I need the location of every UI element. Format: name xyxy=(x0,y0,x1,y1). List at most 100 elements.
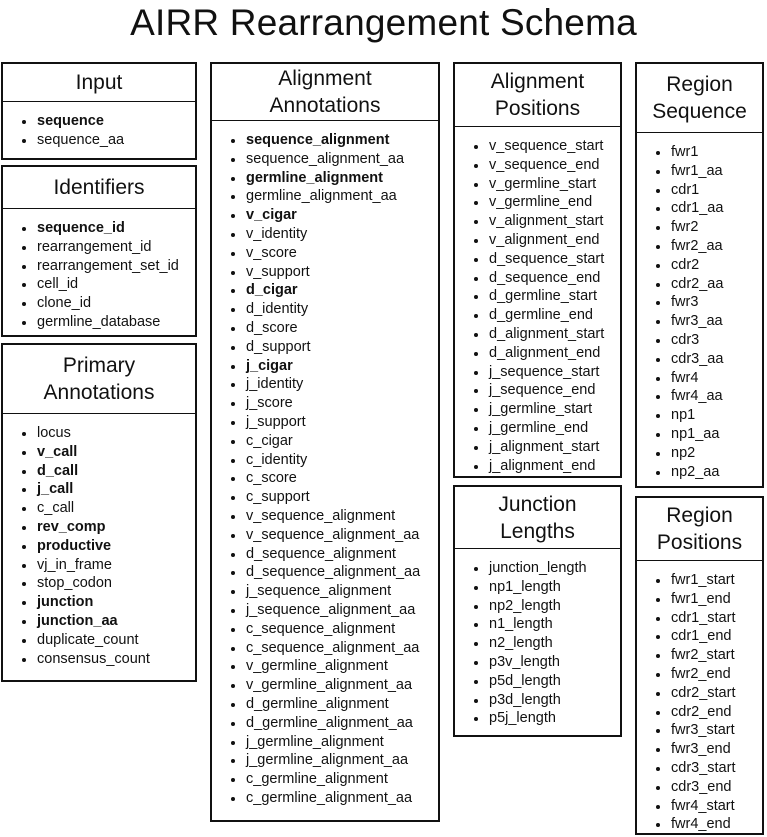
field-item: clone_id xyxy=(3,294,195,313)
box-title-line: Alignment xyxy=(278,67,372,90)
field-item: cdr2_aa xyxy=(637,275,762,294)
field-item: p3v_length xyxy=(455,653,620,672)
field-item: sequence_id xyxy=(3,219,195,238)
field-item: fwr3_start xyxy=(637,721,762,740)
field-item: j_cigar xyxy=(212,357,438,376)
field-item: duplicate_count xyxy=(3,631,195,650)
field-item: v_sequence_end xyxy=(455,156,620,175)
field-item: d_sequence_alignment_aa xyxy=(212,563,438,582)
field-item: cdr2_start xyxy=(637,684,762,703)
box-title-line: Input xyxy=(75,71,123,94)
box-title-line: Sequence xyxy=(652,100,747,123)
field-item: c_call xyxy=(3,499,195,518)
box-title-line: Annotations xyxy=(43,381,155,404)
field-item: junction_aa xyxy=(3,612,195,631)
field-item: d_score xyxy=(212,319,438,338)
field-item: junction_length xyxy=(455,559,620,578)
field-item: cell_id xyxy=(3,275,195,294)
field-item: d_sequence_start xyxy=(455,250,620,269)
field-item: junction xyxy=(3,593,195,612)
box-title-line: Junction xyxy=(498,492,577,516)
box-title-line: Region xyxy=(666,504,733,527)
field-item: c_identity xyxy=(212,451,438,470)
field-item: d_cigar xyxy=(212,281,438,300)
field-item: j_germline_alignment xyxy=(212,733,438,752)
box-title-line: Region xyxy=(666,73,733,96)
field-item: fwr1_start xyxy=(637,571,762,590)
field-item: d_sequence_alignment xyxy=(212,545,438,564)
field-item: cdr3_end xyxy=(637,778,762,797)
field-item: np2_aa xyxy=(637,463,762,482)
field-item: j_sequence_start xyxy=(455,363,620,382)
field-item: sequence xyxy=(3,112,195,131)
field-item: j_support xyxy=(212,413,438,432)
field-item: fwr3_aa xyxy=(637,312,762,331)
field-item: d_germline_alignment xyxy=(212,695,438,714)
field-item: v_sequence_alignment xyxy=(212,507,438,526)
field-item: fwr3_end xyxy=(637,740,762,759)
field-item: v_germline_alignment_aa xyxy=(212,676,438,695)
field-item: rearrangement_id xyxy=(3,238,195,257)
field-item: rev_comp xyxy=(3,518,195,537)
field-item: cdr2 xyxy=(637,256,762,275)
field-item: fwr4_aa xyxy=(637,387,762,406)
field-item: consensus_count xyxy=(3,650,195,669)
field-item: d_alignment_start xyxy=(455,325,620,344)
field-item: germline_database xyxy=(3,313,195,332)
field-item: productive xyxy=(3,537,195,556)
field-item: j_germline_alignment_aa xyxy=(212,751,438,770)
field-item: n1_length xyxy=(455,615,620,634)
field-item: j_germline_end xyxy=(455,419,620,438)
box-title-line: Annotations xyxy=(269,94,381,117)
field-item: np2_length xyxy=(455,597,620,616)
field-item: p3d_length xyxy=(455,691,620,710)
field-item: v_germline_end xyxy=(455,193,620,212)
field-item: j_sequence_alignment_aa xyxy=(212,601,438,620)
field-item: fwr4_start xyxy=(637,797,762,816)
field-item: np1 xyxy=(637,406,762,425)
field-item: germline_alignment xyxy=(212,169,438,188)
box-title-line: Identifiers xyxy=(53,176,145,199)
field-item: d_germline_alignment_aa xyxy=(212,714,438,733)
field-item: p5j_length xyxy=(455,709,620,728)
field-item: j_call xyxy=(3,480,195,499)
box-header: Identifiers xyxy=(3,167,195,209)
field-item: n2_length xyxy=(455,634,620,653)
field-item: np1_aa xyxy=(637,425,762,444)
field-item: cdr1_end xyxy=(637,627,762,646)
box-title-line: Alignment xyxy=(490,70,585,93)
field-item: c_sequence_alignment_aa xyxy=(212,639,438,658)
field-item: v_alignment_start xyxy=(455,212,620,231)
field-item: fwr1_aa xyxy=(637,162,762,181)
field-item: v_support xyxy=(212,263,438,282)
diagram-title: AIRR Rearrangement Schema xyxy=(130,2,637,43)
field-item: fwr4_end xyxy=(637,815,762,834)
field-item: fwr2_aa xyxy=(637,237,762,256)
field-item: d_call xyxy=(3,462,195,481)
field-item: d_identity xyxy=(212,300,438,319)
box-title-line: Lengths xyxy=(500,519,575,543)
field-item: cdr1_aa xyxy=(637,199,762,218)
field-item: v_score xyxy=(212,244,438,263)
field-item: fwr1 xyxy=(637,143,762,162)
field-item: fwr1_end xyxy=(637,590,762,609)
field-item: v_germline_start xyxy=(455,175,620,194)
field-item: d_germline_start xyxy=(455,287,620,306)
field-item: vj_in_frame xyxy=(3,556,195,575)
field-item: v_alignment_end xyxy=(455,231,620,250)
box-header: Input xyxy=(3,64,195,102)
